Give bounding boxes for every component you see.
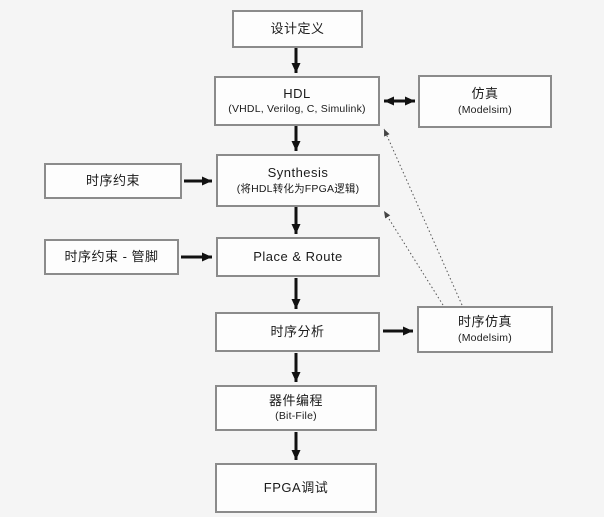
node-timing-analysis: 时序分析	[215, 312, 380, 352]
node-subtitle: (VHDL, Verilog, C, Simulink)	[228, 103, 366, 116]
node-timing-constraints-pins: 时序约束 - 管脚	[44, 239, 179, 275]
node-subtitle: (将HDL转化为FPGA逻辑)	[236, 182, 360, 195]
node-subtitle: (Bit-File)	[275, 410, 317, 423]
node-fpga-debug: FPGA调试	[215, 463, 377, 513]
node-title: HDL	[283, 85, 311, 101]
node-subtitle: (Modelsim)	[458, 331, 512, 344]
node-design-definition: 设计定义	[232, 10, 363, 48]
node-device-programming: 器件编程 (Bit-File)	[215, 385, 377, 431]
node-title: 时序约束	[85, 172, 140, 188]
node-hdl: HDL (VHDL, Verilog, C, Simulink)	[214, 76, 380, 126]
node-title: 时序约束 - 管脚	[64, 248, 159, 264]
node-timing-constraints: 时序约束	[44, 163, 182, 199]
node-title: FPGA调试	[263, 479, 329, 495]
node-title: 时序分析	[270, 323, 325, 339]
node-subtitle: (Modelsim)	[458, 103, 512, 116]
node-place-route: Place & Route	[216, 237, 380, 277]
node-simulation: 仿真 (Modelsim)	[418, 75, 552, 128]
node-title: Synthesis	[267, 165, 329, 181]
node-title: Place & Route	[253, 248, 343, 264]
node-title: 器件编程	[268, 392, 323, 408]
arrow-tsim-to-synthesis	[383, 210, 444, 306]
node-title: 仿真	[471, 86, 499, 102]
arrow-tsim-to-hdl	[383, 128, 463, 306]
node-synthesis: Synthesis (将HDL转化为FPGA逻辑)	[216, 154, 380, 207]
node-timing-simulation: 时序仿真 (Modelsim)	[417, 306, 553, 353]
node-title: 时序仿真	[457, 314, 512, 330]
node-title: 设计定义	[270, 20, 325, 36]
